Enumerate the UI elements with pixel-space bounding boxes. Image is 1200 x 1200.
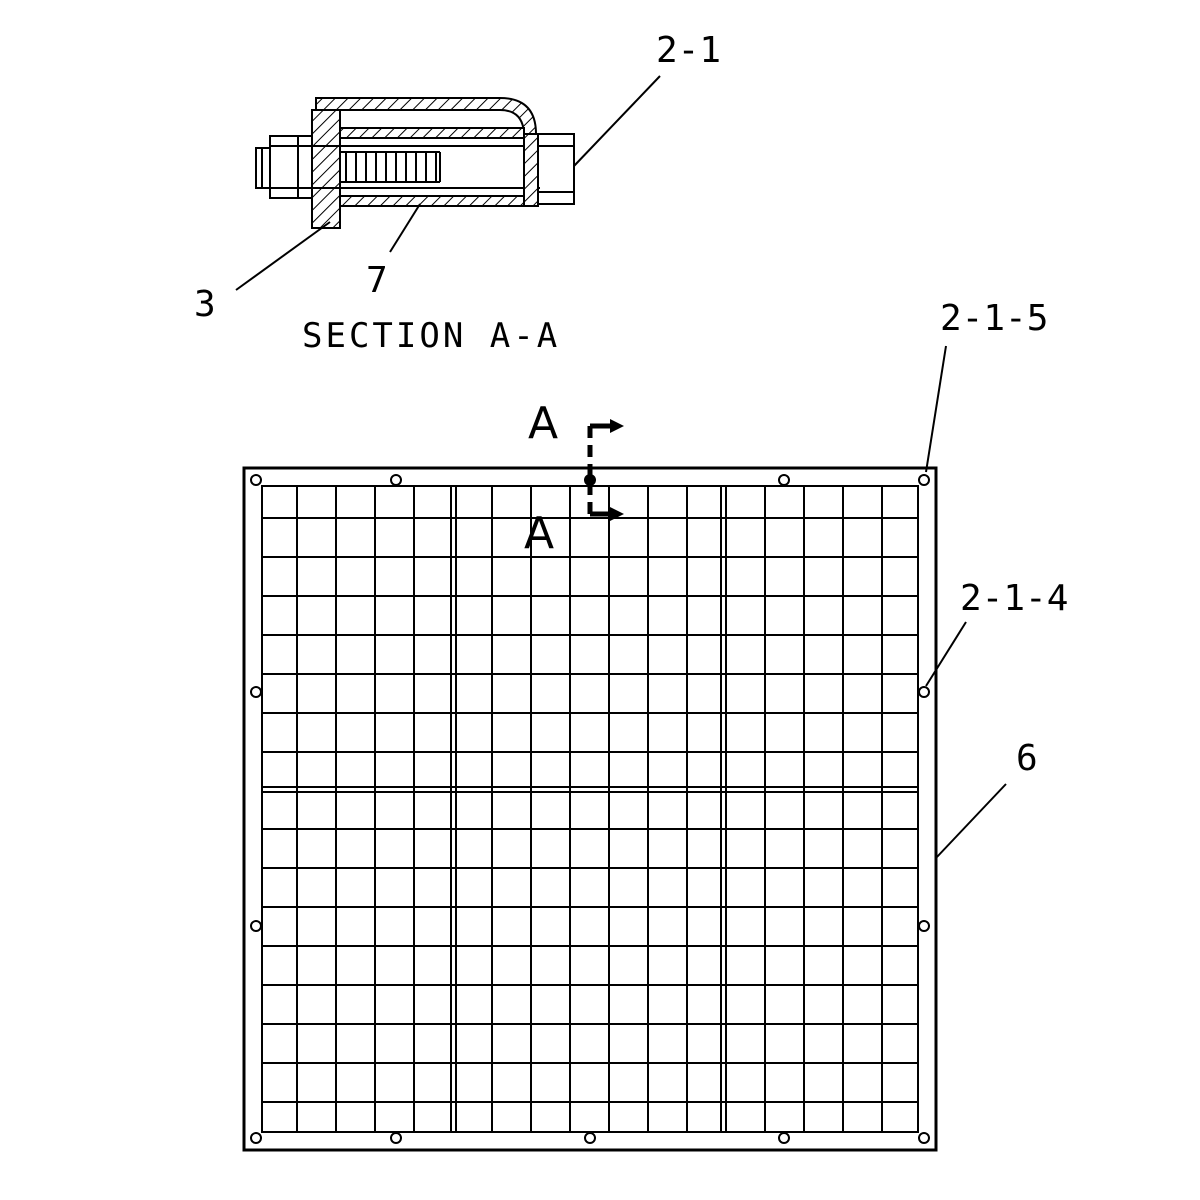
spacer-block (311, 109, 341, 229)
bolt-hole (778, 474, 790, 486)
bolt-hole (250, 920, 262, 932)
left-nut (255, 135, 313, 199)
section-view: 2-1 3 7 SECTION A-A (194, 30, 721, 356)
outer-frame (242, 466, 938, 1152)
right-nut (523, 133, 575, 207)
leader-3 (235, 221, 331, 291)
section-marker-bottom: A (524, 508, 554, 559)
section-cut-marker (585, 419, 624, 521)
section-marker-top: A (528, 398, 558, 449)
mesh-grid (262, 486, 918, 1132)
plan-view: A A 2-1-5 2-1-4 6 (242, 298, 1068, 1152)
bolt-hole (390, 1132, 402, 1144)
leader-2-1-4 (925, 621, 967, 687)
leader-2-1-5 (925, 345, 947, 473)
bolt-hole (918, 920, 930, 932)
leader-6 (935, 783, 1007, 859)
bolt-hole (390, 474, 402, 486)
bolt-hole (250, 474, 262, 486)
section-title: SECTION A-A (302, 316, 560, 356)
bolt-hole (918, 474, 930, 486)
bolt-hole (918, 1132, 930, 1144)
callout-7: 7 (366, 260, 388, 301)
callout-6: 6 (1016, 738, 1038, 779)
bolt-holes (250, 474, 930, 1144)
bolt-hole (584, 1132, 596, 1144)
sleeve-upper-wall (339, 127, 525, 139)
bolt-hole (918, 686, 930, 698)
callout-2-1: 2-1 (656, 30, 721, 71)
leader-7 (389, 203, 421, 253)
mesh-border (261, 485, 919, 1133)
callout-3: 3 (194, 284, 216, 325)
bolt-threads (340, 151, 441, 183)
sleeve-lower-wall (339, 195, 525, 207)
leader-2-1 (573, 75, 661, 167)
bolt-hole (778, 1132, 790, 1144)
bolt-hole (250, 686, 262, 698)
callout-2-1-5: 2-1-5 (940, 298, 1048, 339)
callout-2-1-4: 2-1-4 (960, 578, 1068, 619)
bolt-hole (250, 1132, 262, 1144)
